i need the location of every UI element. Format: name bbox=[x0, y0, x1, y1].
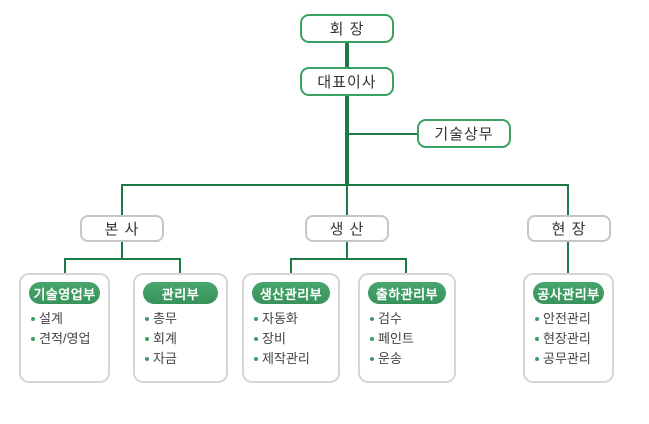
node-branch-production: 생 산 bbox=[305, 215, 389, 242]
node-branch-hq-label: 본 사 bbox=[104, 221, 140, 238]
connector-hq-down bbox=[121, 242, 123, 259]
dept-item: 설계 bbox=[30, 309, 106, 329]
node-chairman: 회 장 bbox=[300, 14, 394, 43]
node-ceo: 대표이사 bbox=[300, 67, 394, 96]
connector-drop-hq bbox=[121, 186, 123, 215]
dept-item: 검수 bbox=[369, 309, 452, 329]
node-advisor: 기술상무 bbox=[417, 119, 511, 148]
connector-drop-dept3 bbox=[290, 260, 292, 273]
node-chairman-label: 회 장 bbox=[329, 21, 365, 38]
connector-advisor-branch bbox=[349, 133, 417, 135]
dept-title-shipping-mgmt: 출하관리부 bbox=[368, 282, 446, 304]
connector-ceo-trunk bbox=[345, 96, 349, 186]
dept-item: 페인트 bbox=[369, 329, 452, 349]
dept-item: 자금 bbox=[144, 349, 224, 369]
dept-title-management: 관리부 bbox=[143, 282, 218, 304]
dept-items-tech-sales: 설계 견적/영업 bbox=[21, 309, 108, 349]
connector-drop-dept1 bbox=[64, 260, 66, 273]
connector-chairman-ceo bbox=[345, 43, 349, 67]
node-branch-hq: 본 사 bbox=[80, 215, 164, 242]
node-branch-site: 현 장 bbox=[527, 215, 611, 242]
dept-item: 현장관리 bbox=[534, 329, 610, 349]
dept-title-tech-sales: 기술영업부 bbox=[29, 282, 100, 304]
connector-drop-dept4 bbox=[405, 260, 407, 273]
node-advisor-label: 기술상무 bbox=[434, 126, 494, 143]
connector-drop-site bbox=[567, 186, 569, 215]
dept-card-shipping-mgmt: 출하관리부 검수 페인트 운송 bbox=[358, 273, 456, 383]
dept-card-construction-mgmt: 공사관리부 안전관리 현장관리 공무관리 bbox=[523, 273, 614, 383]
dept-item: 운송 bbox=[369, 349, 452, 369]
dept-item: 장비 bbox=[253, 329, 336, 349]
dept-item: 회계 bbox=[144, 329, 224, 349]
dept-items-production-mgmt: 자동화 장비 제작관리 bbox=[244, 309, 338, 369]
connector-site-down bbox=[567, 242, 569, 273]
node-branch-site-label: 현 장 bbox=[551, 221, 587, 238]
dept-items-construction-mgmt: 안전관리 현장관리 공무관리 bbox=[525, 309, 612, 369]
dept-item: 총무 bbox=[144, 309, 224, 329]
dept-title-construction-mgmt: 공사관리부 bbox=[533, 282, 604, 304]
dept-item: 자동화 bbox=[253, 309, 336, 329]
dept-item: 안전관리 bbox=[534, 309, 610, 329]
dept-card-production-mgmt: 생산관리부 자동화 장비 제작관리 bbox=[242, 273, 340, 383]
connector-drop-production bbox=[346, 186, 348, 215]
dept-items-management: 총무 회계 자금 bbox=[135, 309, 226, 369]
node-ceo-label: 대표이사 bbox=[317, 74, 377, 91]
dept-item: 견적/영업 bbox=[30, 329, 106, 349]
node-branch-production-label: 생 산 bbox=[329, 221, 365, 238]
dept-item: 제작관리 bbox=[253, 349, 336, 369]
dept-title-production-mgmt: 생산관리부 bbox=[252, 282, 330, 304]
dept-card-management: 관리부 총무 회계 자금 bbox=[133, 273, 228, 383]
connector-drop-dept2 bbox=[179, 260, 181, 273]
connector-main-splitter bbox=[121, 184, 569, 186]
connector-production-down bbox=[346, 242, 348, 259]
dept-card-tech-sales: 기술영업부 설계 견적/영업 bbox=[19, 273, 110, 383]
connector-hq-splitter bbox=[64, 258, 181, 260]
dept-item: 공무관리 bbox=[534, 349, 610, 369]
connector-production-splitter bbox=[290, 258, 407, 260]
dept-items-shipping-mgmt: 검수 페인트 운송 bbox=[360, 309, 454, 369]
